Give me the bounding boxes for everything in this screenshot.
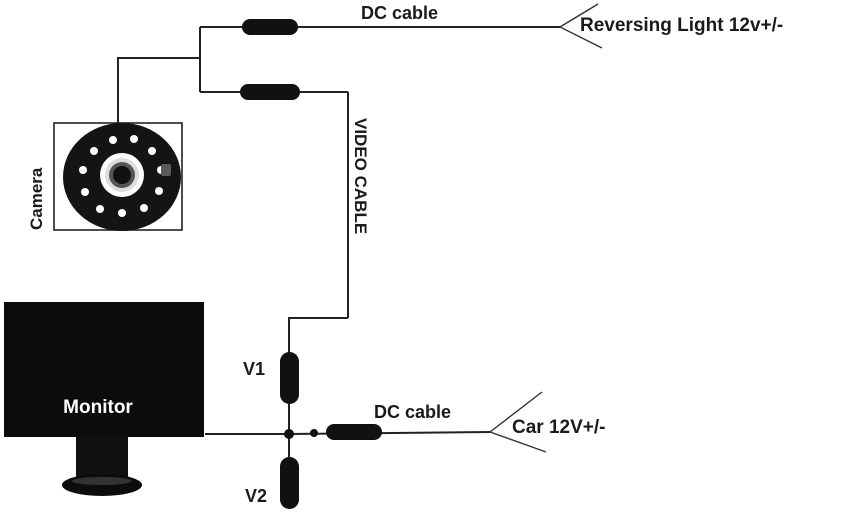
car-power-fork (488, 391, 547, 453)
v1-connector (280, 352, 299, 404)
reversing-light-label: Reversing Light 12v+/- (580, 15, 783, 36)
camera-icon (53, 122, 183, 231)
dc-wire-bottom (288, 431, 491, 435)
video-cable-label: VIDEO CABLE (351, 118, 370, 234)
dc-bottom-connector (326, 424, 382, 440)
monitor-label: Monitor (63, 397, 133, 418)
camera-label: Camera (27, 167, 46, 230)
car-power-label: Car 12V+/- (512, 417, 605, 438)
dc-top-connector (242, 19, 298, 35)
video-connector (240, 84, 300, 100)
camera-drop-wire (117, 57, 200, 123)
dc-cable-top-label: DC cable (361, 3, 438, 23)
video-wire-jog (288, 317, 348, 352)
monitor-icon (4, 302, 204, 496)
v2-label: V2 (245, 486, 267, 506)
splice-node (310, 429, 318, 437)
v1-label: V1 (243, 359, 265, 379)
dc-cable-bottom-label: DC cable (374, 402, 451, 422)
junction-node (284, 429, 294, 439)
reversing-light-fork (558, 3, 603, 49)
v2-connector (280, 457, 299, 509)
